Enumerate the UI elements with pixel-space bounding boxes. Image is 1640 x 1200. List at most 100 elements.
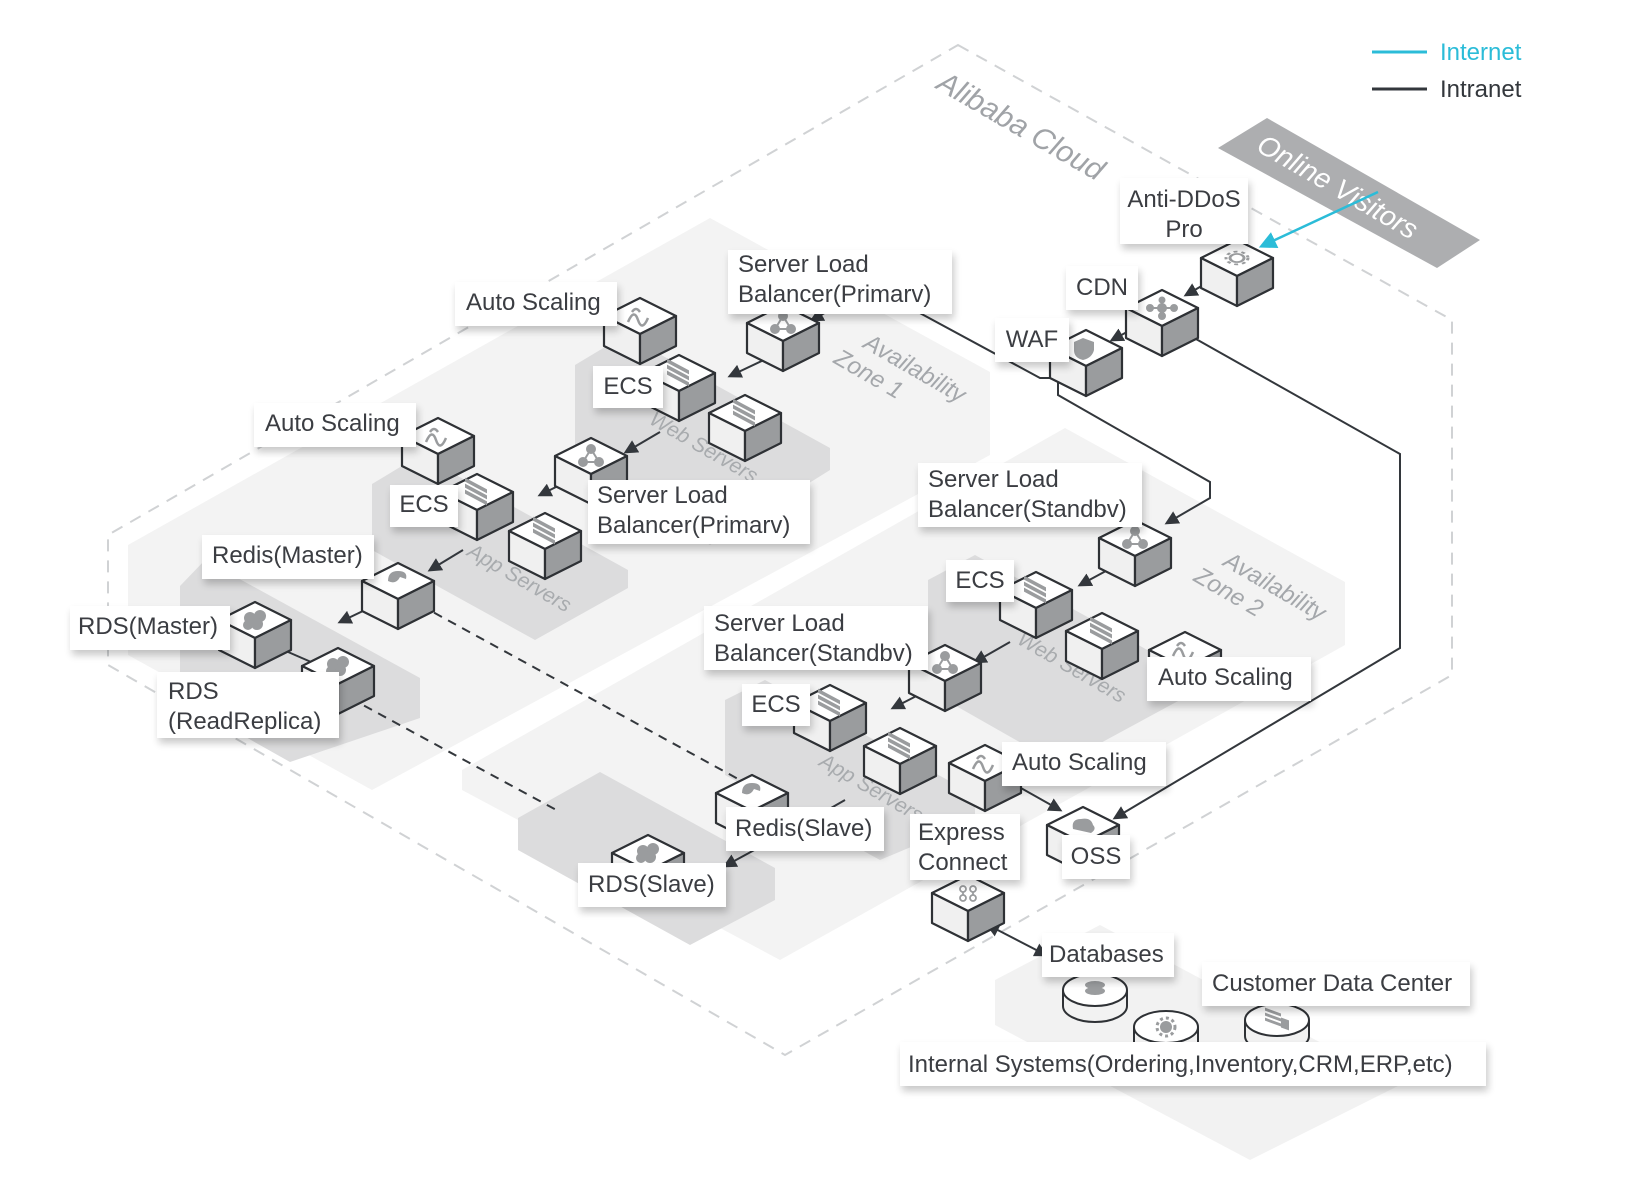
svg-text:Auto Scaling: Auto Scaling bbox=[1012, 749, 1147, 776]
rds-slave-label: RDS(Slave) bbox=[578, 863, 726, 907]
waf-to-slb-standby-web bbox=[1057, 378, 1211, 525]
share-nodes-icon bbox=[932, 651, 958, 674]
redis-replication-line bbox=[419, 604, 741, 781]
rds-replication-line bbox=[349, 697, 561, 813]
shield-icon bbox=[1074, 338, 1094, 360]
ecs-web1-node-a[interactable] bbox=[641, 353, 717, 423]
svg-text:Balancer(Standbv): Balancer(Standbv) bbox=[928, 496, 1127, 523]
svg-text:Server Load: Server Load bbox=[597, 482, 728, 509]
server-stack-icon bbox=[1265, 1007, 1289, 1031]
server-rack-icon bbox=[533, 516, 555, 545]
redis-slave-node[interactable] bbox=[714, 773, 790, 843]
slb-standby-web-node[interactable] bbox=[1097, 518, 1173, 588]
databases-label: Databases bbox=[1042, 933, 1174, 977]
server-rack-icon bbox=[733, 398, 755, 427]
alibaba-cloud-label: Alibaba Cloud bbox=[930, 64, 1111, 188]
labels: Anti-DDoS Pro CDN WAF Server Load Balanc… bbox=[70, 178, 1486, 1086]
legend-intranet-label: Intranet bbox=[1440, 76, 1522, 103]
ecs-app1-node-b[interactable] bbox=[507, 511, 583, 581]
svg-text:CDN: CDN bbox=[1076, 274, 1128, 301]
ecs-web2-label: ECS bbox=[946, 560, 1014, 602]
svg-text:Server Load: Server Load bbox=[738, 251, 869, 278]
waf-label: WAF bbox=[995, 318, 1069, 362]
svg-text:Auto Scaling: Auto Scaling bbox=[265, 410, 400, 437]
customer-dc-label: Customer Data Center bbox=[1202, 962, 1470, 1006]
svg-text:Databases: Databases bbox=[1049, 941, 1164, 968]
svg-text:Internal Systems(Ordering,Inve: Internal Systems(Ordering,Inventory,CRM,… bbox=[908, 1051, 1453, 1078]
autoscaling-app2-node[interactable] bbox=[947, 743, 1023, 813]
autoscaling-app1-node[interactable] bbox=[400, 416, 476, 486]
slb-primary-web-label: Server Load Balancer(Primarv) bbox=[728, 250, 952, 314]
svg-text:ECS: ECS bbox=[955, 567, 1004, 594]
alibaba-cloud-boundary bbox=[107, 43, 1453, 1057]
web-tier-2-panel bbox=[928, 555, 1180, 765]
scaling-wave-icon bbox=[626, 307, 650, 327]
express-connect-node[interactable] bbox=[930, 873, 1006, 943]
svg-text:RDS: RDS bbox=[168, 678, 219, 705]
autoscaling-web1-label: Auto Scaling bbox=[455, 282, 617, 326]
legend-internet-label: Internet bbox=[1440, 39, 1522, 66]
internal-systems-label: Internal Systems(Ordering,Inventory,CRM,… bbox=[900, 1042, 1486, 1086]
slb-standby-app-label: Server Load Balancer(Standbv) bbox=[704, 606, 928, 670]
ecs-app2-node-a[interactable] bbox=[792, 683, 868, 753]
gear-icon bbox=[1224, 250, 1250, 266]
cdn-node[interactable] bbox=[1124, 288, 1200, 358]
autoscaling-web2-label: Auto Scaling bbox=[1147, 657, 1311, 701]
slb-standby-web-label: Server Load Balancer(Standbv) bbox=[918, 463, 1142, 527]
svg-text:Balancer(Primarv): Balancer(Primarv) bbox=[597, 512, 790, 539]
ecs-web1-node-b[interactable] bbox=[707, 393, 783, 463]
oss-node[interactable] bbox=[1045, 805, 1121, 875]
redis-master-label: Redis(Master) bbox=[202, 535, 374, 579]
waf-node[interactable] bbox=[1048, 328, 1124, 398]
share-nodes-icon bbox=[1122, 526, 1148, 549]
ecs-web1-label: ECS bbox=[593, 366, 663, 408]
svg-text:ECS: ECS bbox=[603, 373, 652, 400]
autoscaling-app1-label: Auto Scaling bbox=[254, 403, 416, 447]
slb-primary-app-node[interactable] bbox=[553, 436, 629, 506]
internal-systems-node[interactable] bbox=[1133, 1010, 1199, 1060]
ecs-app1-label: ECS bbox=[390, 485, 458, 527]
server-rack-icon bbox=[667, 358, 689, 387]
server-rack-icon bbox=[1090, 616, 1112, 645]
svg-text:RDS(Slave): RDS(Slave) bbox=[588, 871, 715, 898]
cdn-label: CDN bbox=[1066, 266, 1138, 310]
rds-master-label: RDS(Master) bbox=[70, 606, 230, 650]
svg-text:Redis(Slave): Redis(Slave) bbox=[735, 815, 872, 842]
svg-text:Auto Scaling: Auto Scaling bbox=[466, 289, 601, 316]
svg-text:Pro: Pro bbox=[1165, 216, 1202, 243]
database-cloud-icon bbox=[243, 610, 266, 630]
anti-ddos-label: Anti-DDoS Pro bbox=[1120, 178, 1248, 244]
oss-label: OSS bbox=[1062, 835, 1130, 879]
ecs-web2-node-a[interactable] bbox=[998, 570, 1074, 640]
scaling-wave-icon bbox=[424, 427, 448, 447]
ecs-app1-node-a[interactable] bbox=[439, 472, 515, 542]
redis-icon bbox=[388, 571, 407, 583]
autoscaling-web1-node[interactable] bbox=[602, 296, 678, 366]
rds-slave-node[interactable] bbox=[610, 833, 686, 903]
svg-text:Auto Scaling: Auto Scaling bbox=[1158, 664, 1293, 691]
scaling-wave-icon bbox=[971, 754, 995, 774]
share-nodes-icon bbox=[578, 444, 604, 467]
svg-text:Redis(Master): Redis(Master) bbox=[212, 542, 363, 569]
databases-node[interactable] bbox=[1062, 973, 1128, 1023]
online-visitors-band: Online Visitors bbox=[1218, 118, 1480, 268]
svg-text:ECS: ECS bbox=[399, 491, 448, 518]
redis-icon bbox=[742, 783, 761, 795]
anti-ddos-node[interactable] bbox=[1199, 238, 1275, 308]
customer-dc-server-node[interactable] bbox=[1244, 1003, 1310, 1053]
server-rack-icon bbox=[465, 477, 487, 506]
legend: Internet Intranet bbox=[1372, 39, 1522, 103]
rds-master-node[interactable] bbox=[217, 600, 293, 670]
svg-text:Customer Data Center: Customer Data Center bbox=[1212, 970, 1452, 997]
database-stack-icon bbox=[1085, 981, 1105, 995]
svg-text:Server Load: Server Load bbox=[928, 466, 1059, 493]
svg-text:WAF: WAF bbox=[1006, 326, 1058, 353]
svg-text:Anti-DDoS: Anti-DDoS bbox=[1127, 186, 1240, 213]
ecs-web2-node-b[interactable] bbox=[1064, 611, 1140, 681]
server-rack-icon bbox=[1024, 575, 1046, 604]
svg-text:Connect: Connect bbox=[918, 849, 1008, 876]
ecs-app2-node-b[interactable] bbox=[862, 726, 938, 796]
redis-master-node[interactable] bbox=[360, 561, 436, 631]
slb-standby-app-node[interactable] bbox=[907, 643, 983, 713]
